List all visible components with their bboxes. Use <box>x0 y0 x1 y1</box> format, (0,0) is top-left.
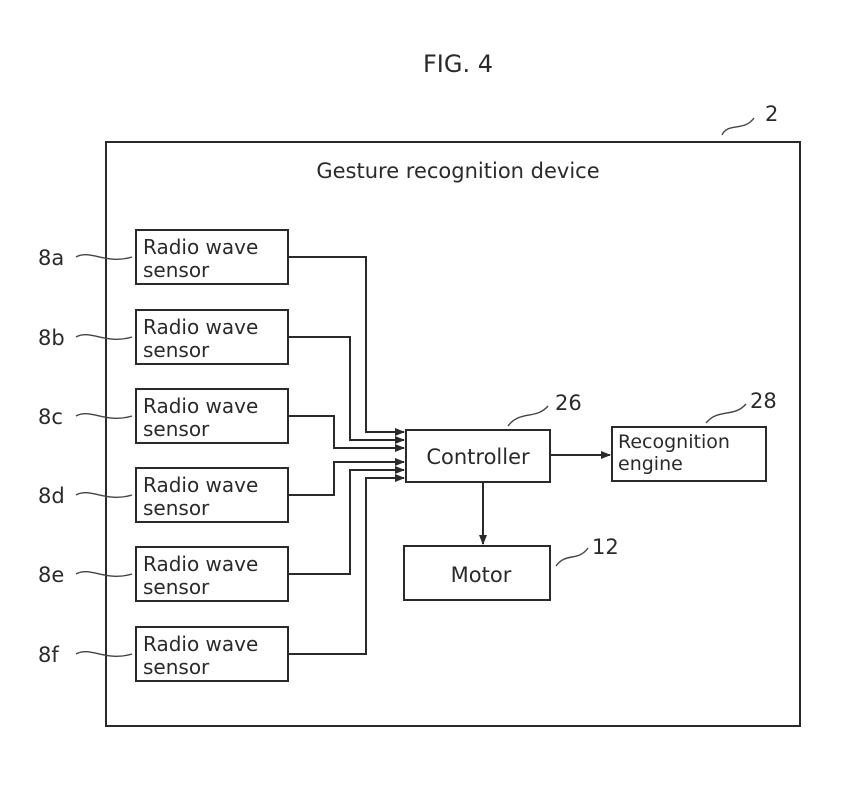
recognition-engine-ref: 28 <box>750 389 777 413</box>
controller-ref-leader <box>507 405 549 427</box>
controller-label: Controller <box>426 445 530 469</box>
sensor-label-line1: Radio wave <box>143 315 258 339</box>
motor-ref-leader <box>555 547 589 567</box>
recognition-engine-ref-leader <box>705 403 747 424</box>
sensor-label-line2: sensor <box>143 417 210 441</box>
motor-box <box>403 545 551 601</box>
sensor-label-line2: sensor <box>143 655 210 679</box>
recognition-engine-line2: engine <box>618 453 683 475</box>
sensor-box-8c <box>135 388 289 444</box>
sensor-ref-leader <box>75 491 133 499</box>
sensor-ref-8a: 8a <box>38 246 64 270</box>
sensor-ref-8e: 8e <box>38 563 64 587</box>
sensor-to-controller-arrow <box>288 458 405 496</box>
controller-box <box>405 429 551 483</box>
device-ref-leader <box>721 117 755 136</box>
motor-ref: 12 <box>592 535 619 559</box>
sensor-label-line1: Radio wave <box>143 632 258 656</box>
sensor-ref-leader <box>75 253 133 261</box>
motor-label: Motor <box>451 563 512 587</box>
sensor-box-8e <box>135 546 289 602</box>
controller-ref: 26 <box>555 391 582 415</box>
sensor-label-line2: sensor <box>143 338 210 362</box>
sensor-label-line1: Radio wave <box>143 235 258 259</box>
sensor-box-8f <box>135 626 289 682</box>
sensor-box-8a <box>135 229 289 285</box>
sensor-ref-8c: 8c <box>38 405 63 429</box>
recognition-engine-box <box>611 426 767 482</box>
sensor-label-line2: sensor <box>143 496 210 520</box>
sensor-box-8d <box>135 467 289 523</box>
recognition-engine-line1: Recognition <box>618 431 730 453</box>
sensor-ref-leader <box>75 650 133 658</box>
sensor-label-line1: Radio wave <box>143 552 258 576</box>
device-ref: 2 <box>765 102 778 126</box>
sensor-to-controller-arrow <box>288 466 405 575</box>
sensor-label-line1: Radio wave <box>143 394 258 418</box>
sensor-ref-8f: 8f <box>38 643 59 667</box>
sensor-label-line1: Radio wave <box>143 473 258 497</box>
sensor-ref-8d: 8d <box>38 484 65 508</box>
sensor-ref-8b: 8b <box>38 326 65 350</box>
device-label: Gesture recognition device <box>316 159 599 183</box>
sensor-label-line2: sensor <box>143 258 210 282</box>
sensor-ref-leader <box>75 412 133 420</box>
sensor-to-controller-arrow <box>288 415 405 452</box>
sensor-ref-leader <box>75 570 133 578</box>
sensor-ref-leader <box>75 333 133 341</box>
sensor-to-controller-arrow <box>288 474 405 655</box>
sensor-to-controller-arrow <box>288 256 405 436</box>
sensor-to-controller-arrow <box>288 336 405 444</box>
sensor-label-line2: sensor <box>143 575 210 599</box>
figure-title: FIG. 4 <box>423 50 493 78</box>
